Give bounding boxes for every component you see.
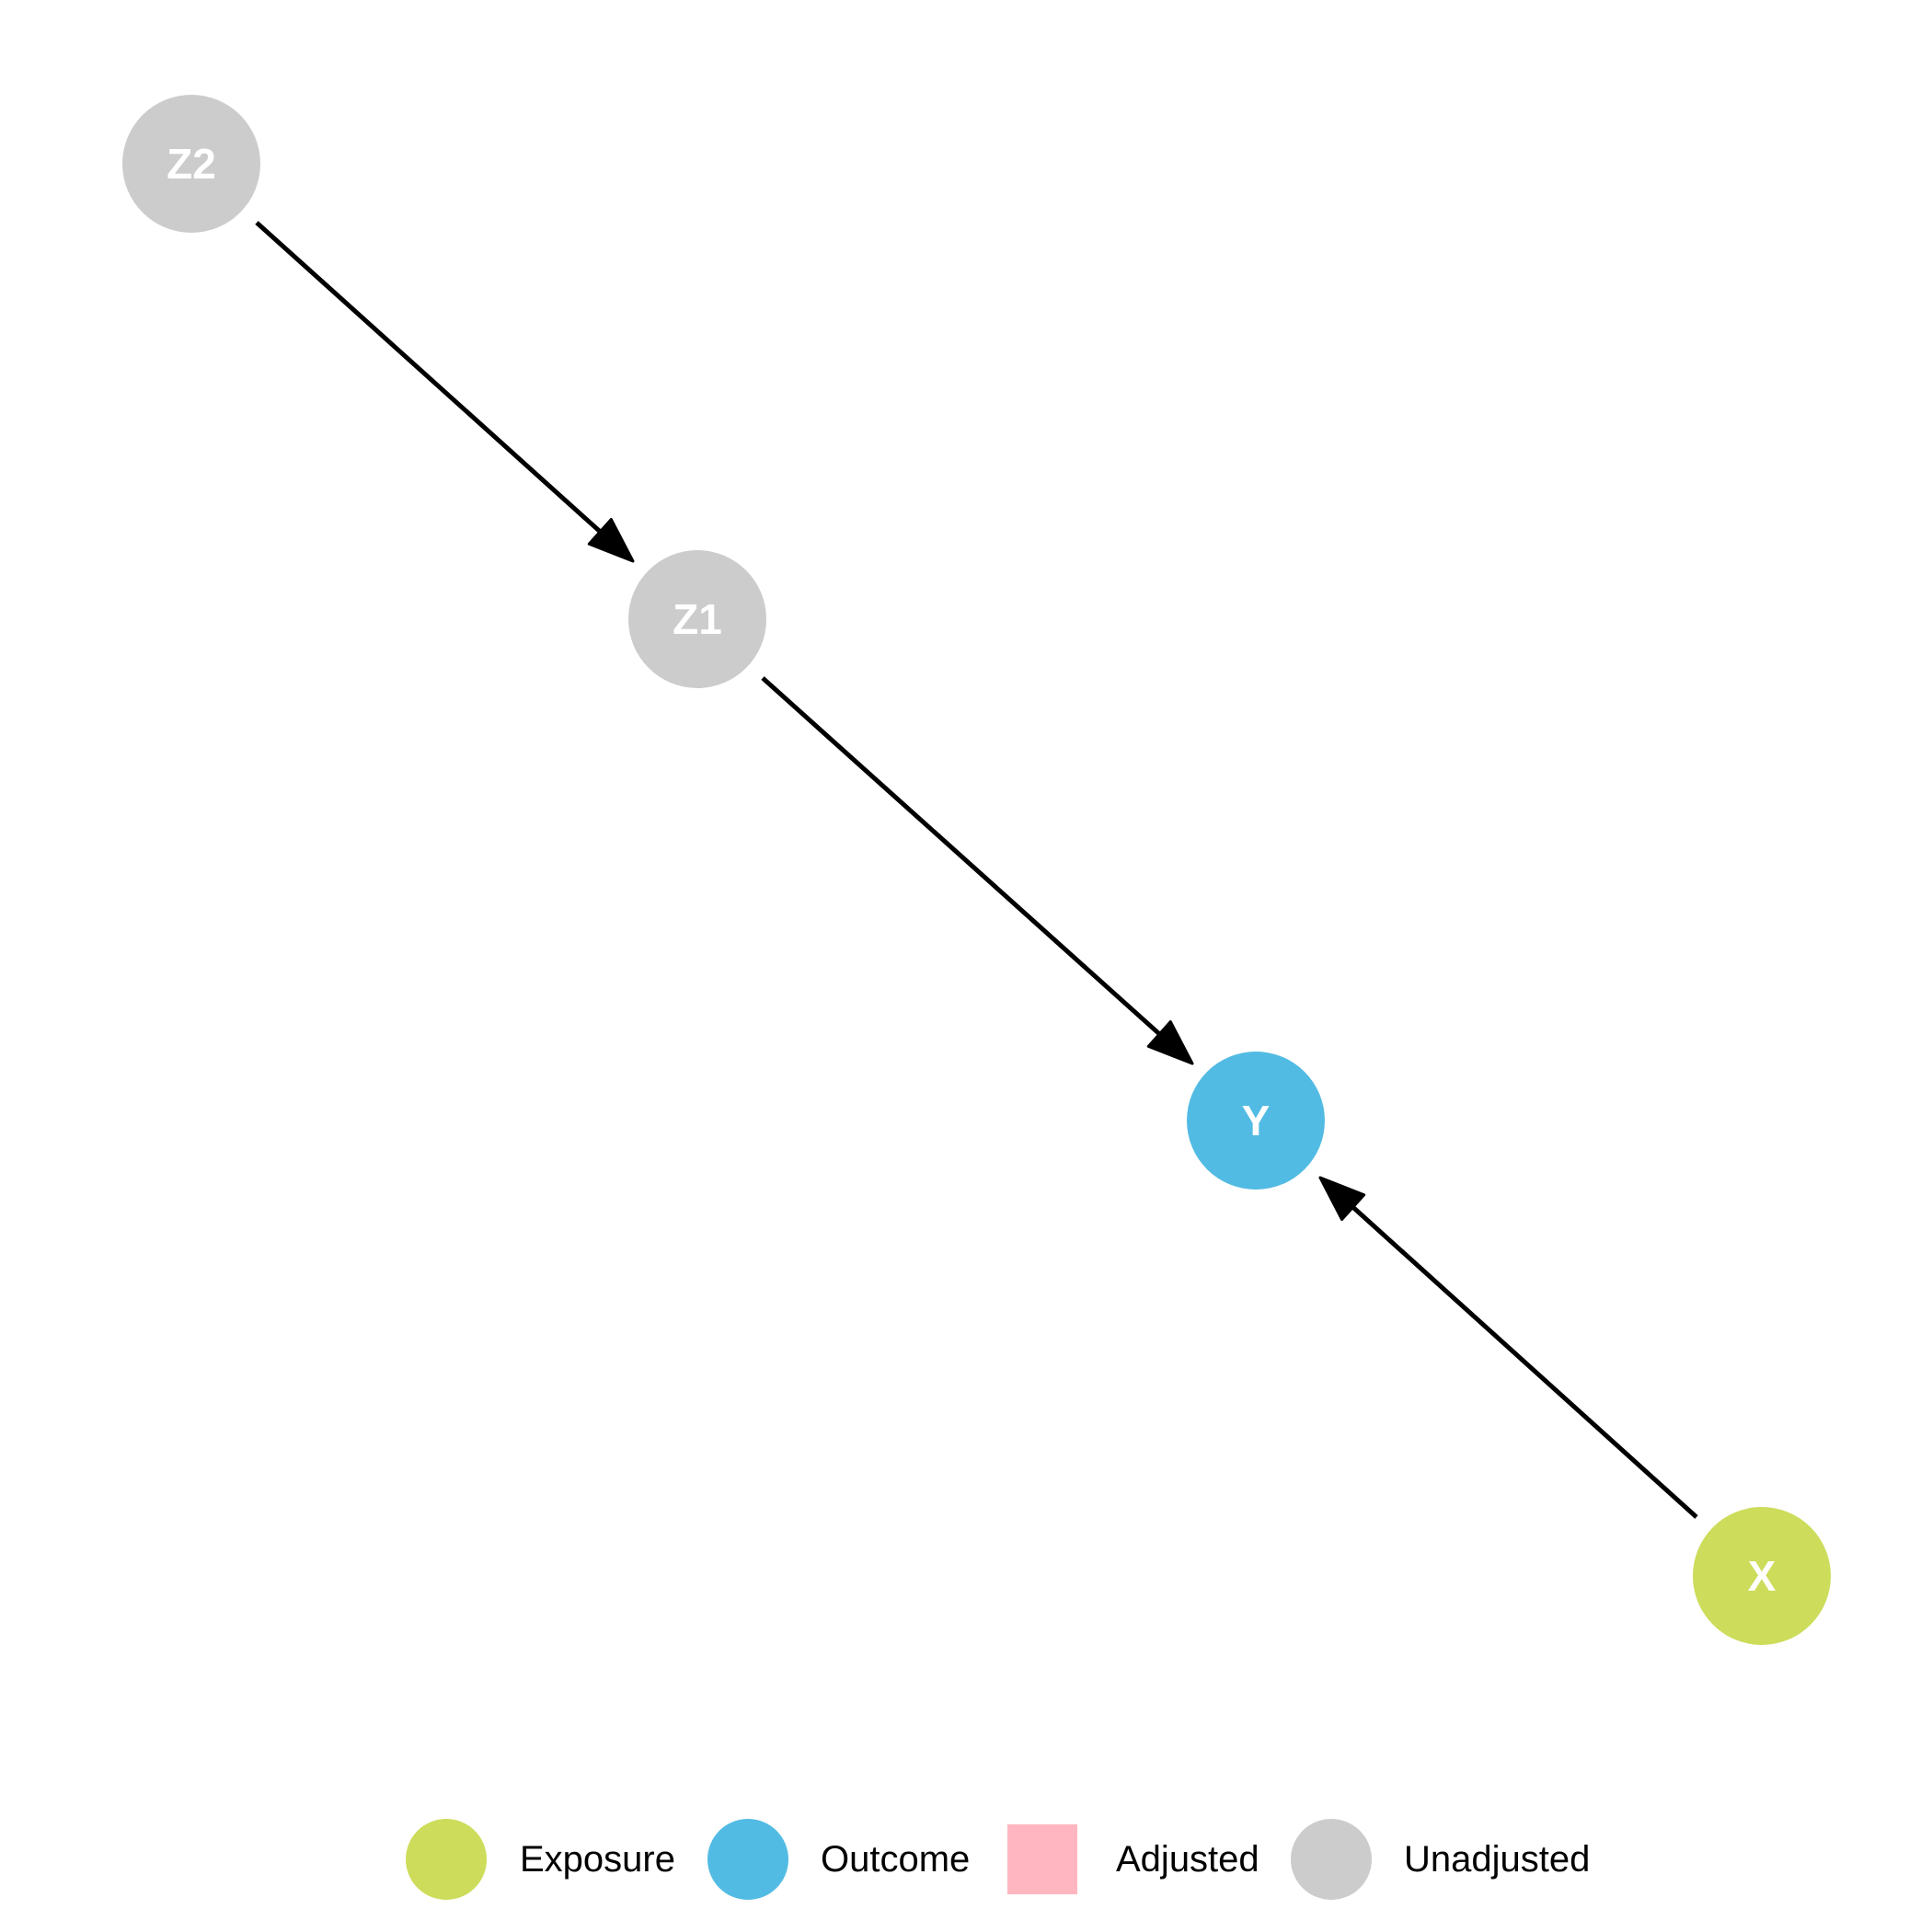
- arrowhead-icon: [587, 518, 635, 563]
- node-label: X: [1748, 1552, 1777, 1600]
- legend-item-unadjusted: Unadjusted: [1291, 1819, 1590, 1900]
- legend-label: Adjusted: [1116, 1839, 1259, 1880]
- edge-x-to-y: [1318, 1176, 1698, 1519]
- legend-swatch: [406, 1819, 487, 1900]
- edge-line: [761, 676, 1166, 1040]
- edges-layer: [255, 221, 1698, 1519]
- legend: Exposure Outcome Adjusted Unadjusted: [406, 1819, 1590, 1900]
- legend-item-outcome: Outcome: [707, 1819, 970, 1900]
- legend-label: Outcome: [821, 1839, 970, 1880]
- legend-item-adjusted: Adjusted: [1007, 1824, 1259, 1894]
- node-label: Z2: [167, 140, 216, 188]
- node-y: Y: [1187, 1052, 1325, 1190]
- edge-line: [1347, 1202, 1698, 1519]
- node-z1: Z1: [628, 550, 766, 688]
- node-x: X: [1693, 1507, 1831, 1645]
- edge-z2-to-z1: [255, 221, 635, 563]
- legend-swatch: [707, 1819, 788, 1900]
- node-circle: [1693, 1507, 1831, 1645]
- node-circle: [122, 95, 260, 233]
- node-label: Z1: [673, 595, 722, 643]
- node-z2: Z2: [122, 95, 260, 233]
- edge-z1-to-y: [761, 676, 1194, 1065]
- legend-item-exposure: Exposure: [406, 1819, 675, 1900]
- legend-label: Unadjusted: [1404, 1839, 1590, 1880]
- arrowhead-icon: [1146, 1020, 1194, 1065]
- arrowhead-icon: [1318, 1176, 1366, 1222]
- legend-swatch: [1291, 1819, 1372, 1900]
- legend-swatch: [1007, 1824, 1077, 1894]
- legend-label: Exposure: [520, 1839, 675, 1880]
- edge-line: [255, 221, 606, 537]
- node-circle: [628, 550, 766, 688]
- node-label: Y: [1242, 1097, 1271, 1144]
- node-circle: [1187, 1052, 1325, 1190]
